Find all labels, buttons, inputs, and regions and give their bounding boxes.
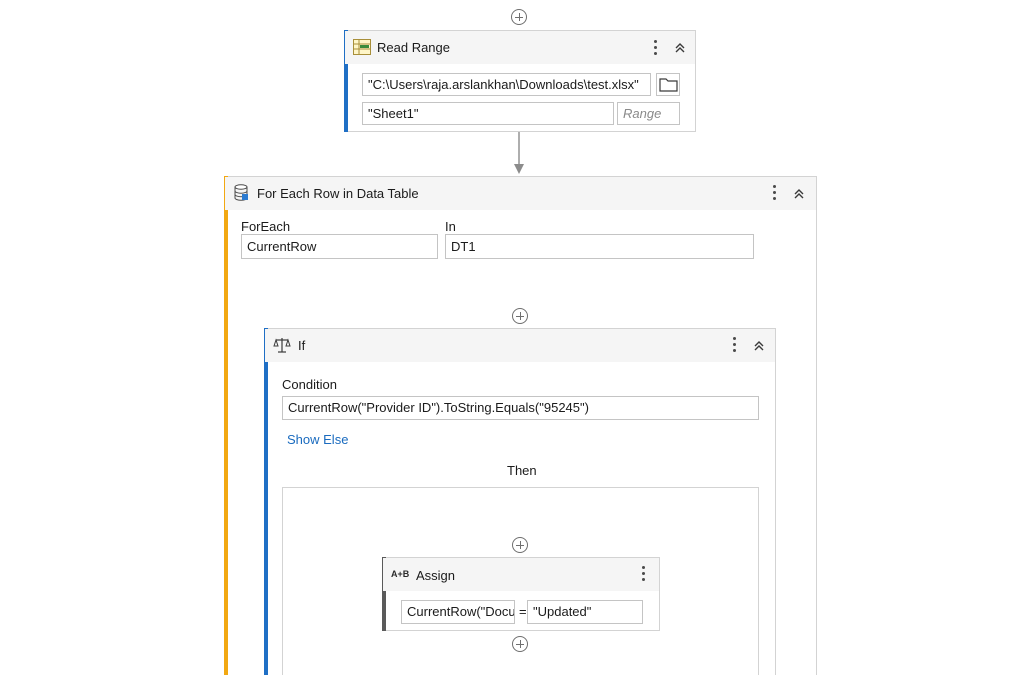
collapse-icon[interactable] bbox=[752, 339, 766, 353]
more-options-icon[interactable] bbox=[651, 39, 661, 57]
data-table-icon bbox=[234, 184, 248, 201]
activity-accent-bar bbox=[224, 176, 228, 675]
activity-header[interactable] bbox=[225, 177, 816, 210]
foreach-label: ForEach bbox=[241, 219, 291, 234]
flow-connector-arrow bbox=[514, 132, 524, 174]
workbook-path-input[interactable]: "C:\Users\raja.arslankhan\Downloads\test… bbox=[362, 73, 651, 96]
assign-activity[interactable]: A+B Assign CurrentRow("Docu = "Updated" bbox=[382, 557, 660, 631]
more-options-icon[interactable] bbox=[639, 565, 649, 583]
sheet-name-input[interactable]: "Sheet1" bbox=[362, 102, 614, 125]
then-label: Then bbox=[507, 463, 537, 478]
in-datatable-input[interactable]: DT1 bbox=[445, 234, 754, 259]
range-input[interactable]: Range bbox=[617, 102, 680, 125]
activity-header[interactable] bbox=[383, 558, 659, 591]
add-activity-button-top[interactable] bbox=[511, 9, 527, 25]
folder-icon bbox=[659, 78, 678, 92]
then-sequence-container[interactable]: A+B Assign CurrentRow("Docu = "Updated" bbox=[282, 487, 759, 675]
activity-title: Read Range bbox=[377, 40, 450, 55]
if-activity[interactable]: If Condition CurrentRow("Provider ID").T… bbox=[264, 328, 776, 675]
foreach-item-input[interactable]: CurrentRow bbox=[241, 234, 438, 259]
collapse-icon[interactable] bbox=[673, 41, 687, 55]
activity-header[interactable] bbox=[265, 329, 775, 362]
add-activity-button[interactable] bbox=[512, 308, 528, 324]
in-label: In bbox=[445, 219, 456, 234]
assign-icon: A+B bbox=[391, 569, 410, 579]
activity-accent-bar bbox=[382, 557, 386, 631]
excel-range-icon bbox=[353, 39, 371, 55]
read-range-activity[interactable]: Read Range "C:\Users\raja.arslankhan\Dow… bbox=[344, 30, 696, 132]
more-options-icon[interactable] bbox=[770, 184, 780, 202]
equals-sign: = bbox=[519, 604, 527, 619]
activity-accent-bar bbox=[264, 328, 268, 675]
browse-folder-button[interactable] bbox=[656, 73, 680, 96]
add-activity-button[interactable] bbox=[512, 636, 528, 652]
collapse-icon[interactable] bbox=[792, 187, 806, 201]
condition-input[interactable]: CurrentRow("Provider ID").ToString.Equal… bbox=[282, 396, 759, 420]
assign-to-input[interactable]: CurrentRow("Docu bbox=[401, 600, 515, 624]
activity-title: If bbox=[298, 338, 306, 353]
activity-header[interactable] bbox=[345, 31, 695, 64]
assign-value-input[interactable]: "Updated" bbox=[527, 600, 643, 624]
condition-label: Condition bbox=[282, 377, 337, 392]
activity-title: For Each Row in Data Table bbox=[257, 186, 419, 201]
activity-accent-bar bbox=[344, 30, 348, 132]
scale-icon bbox=[273, 338, 291, 353]
add-activity-button[interactable] bbox=[512, 537, 528, 553]
activity-title: Assign bbox=[416, 568, 456, 583]
more-options-icon[interactable] bbox=[730, 336, 740, 354]
show-else-link[interactable]: Show Else bbox=[287, 432, 349, 447]
